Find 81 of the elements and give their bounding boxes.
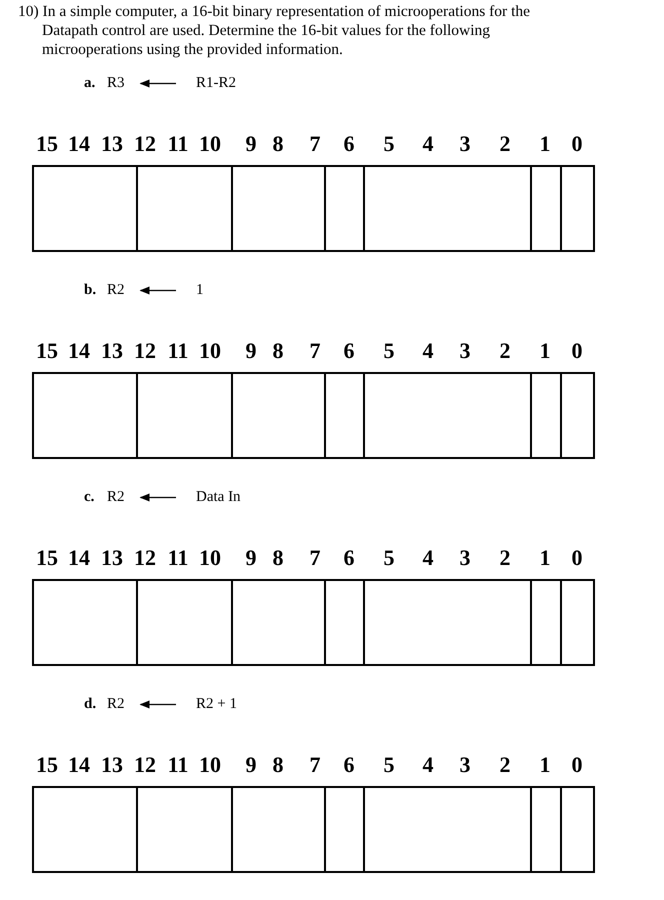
arrow	[140, 80, 176, 88]
bit-number: 9	[246, 131, 256, 157]
item-letter: d.	[84, 696, 96, 713]
bit-number: 10	[199, 131, 221, 157]
bit-number: 11	[168, 752, 188, 778]
bit-number: 15	[36, 338, 58, 364]
bit-number: 14	[68, 545, 90, 571]
bit-number: 9	[246, 338, 256, 364]
bit-number: 3	[460, 338, 470, 364]
bit-number: 0	[572, 752, 582, 778]
bit-number: 7	[310, 338, 320, 364]
operand-text: R3	[107, 75, 125, 92]
bit-number: 14	[68, 752, 90, 778]
bit-number: 6	[344, 338, 354, 364]
bit-number: 14	[68, 131, 90, 157]
bit-number: 6	[344, 545, 354, 571]
bit-number: 8	[272, 752, 284, 778]
bit-number: 2	[500, 131, 510, 157]
bit-number: 11	[168, 545, 188, 571]
bit-number: 5	[384, 131, 394, 157]
bit-number: 7	[310, 752, 320, 778]
bit-number: 13	[101, 338, 123, 364]
bit-number: 8	[272, 338, 284, 364]
arrow	[140, 700, 176, 708]
bit-number: 6	[344, 131, 354, 157]
arrow	[140, 286, 176, 294]
bit-number: 11	[168, 338, 188, 364]
bit-number: 10	[199, 545, 221, 571]
operand-text: Data In	[196, 489, 241, 506]
bit-number: 11	[168, 131, 188, 157]
operand-text: R2 + 1	[196, 696, 237, 713]
operand-text: R2	[107, 489, 125, 506]
bit-number: 1	[540, 545, 550, 571]
bit-number: 2	[500, 752, 510, 778]
bit-number: 12	[134, 752, 156, 778]
bit-number: 2	[500, 545, 510, 571]
operand-text: R1-R2	[196, 75, 236, 92]
bit-number: 0	[572, 545, 582, 571]
bit-number: 4	[422, 752, 434, 778]
bit-number: 15	[36, 752, 58, 778]
item-letter: a.	[84, 75, 96, 92]
bit-number: 13	[101, 131, 123, 157]
bit-number: 7	[310, 131, 320, 157]
bit-number: 3	[460, 545, 470, 571]
question-text: 10) In a simple computer, a 16-bit binary representation of microoperations for the Datapath control are used. Determine the 16-bit values for the following microoperations using the provided information.	[18, 2, 532, 59]
bit-number: 12	[134, 338, 156, 364]
bit-number: 6	[344, 752, 354, 778]
bit-number: 9	[246, 752, 256, 778]
bit-number: 13	[101, 545, 123, 571]
bit-number: 15	[36, 131, 58, 157]
bit-number: 1	[540, 752, 550, 778]
bit-number: 5	[384, 338, 394, 364]
bit-number: 10	[199, 338, 221, 364]
bit-number: 0	[572, 131, 582, 157]
bit-number: 1	[540, 131, 550, 157]
bit-number: 1	[540, 338, 550, 364]
arrow	[140, 494, 176, 502]
item-letter: c.	[84, 489, 94, 506]
operand-text: 1	[196, 282, 204, 299]
bit-number: 14	[68, 338, 90, 364]
bit-number: 10	[199, 752, 221, 778]
bit-number: 4	[422, 545, 434, 571]
bit-number: 3	[460, 131, 470, 157]
bit-number: 5	[384, 752, 394, 778]
operand-text: R2	[107, 282, 125, 299]
bit-number: 13	[101, 752, 123, 778]
bit-number: 2	[500, 338, 510, 364]
operand-text: R2	[107, 696, 125, 713]
bit-number: 4	[422, 131, 434, 157]
bit-number: 4	[422, 338, 434, 364]
bit-number: 3	[460, 752, 470, 778]
bit-number: 8	[272, 545, 284, 571]
item-letter: b.	[84, 282, 96, 299]
bit-number: 9	[246, 545, 256, 571]
bit-number: 8	[272, 131, 284, 157]
bit-number: 12	[134, 545, 156, 571]
bit-number: 5	[384, 545, 394, 571]
bit-number: 7	[310, 545, 320, 571]
bit-number: 15	[36, 545, 58, 571]
bit-number: 12	[134, 131, 156, 157]
bit-number: 0	[572, 338, 582, 364]
